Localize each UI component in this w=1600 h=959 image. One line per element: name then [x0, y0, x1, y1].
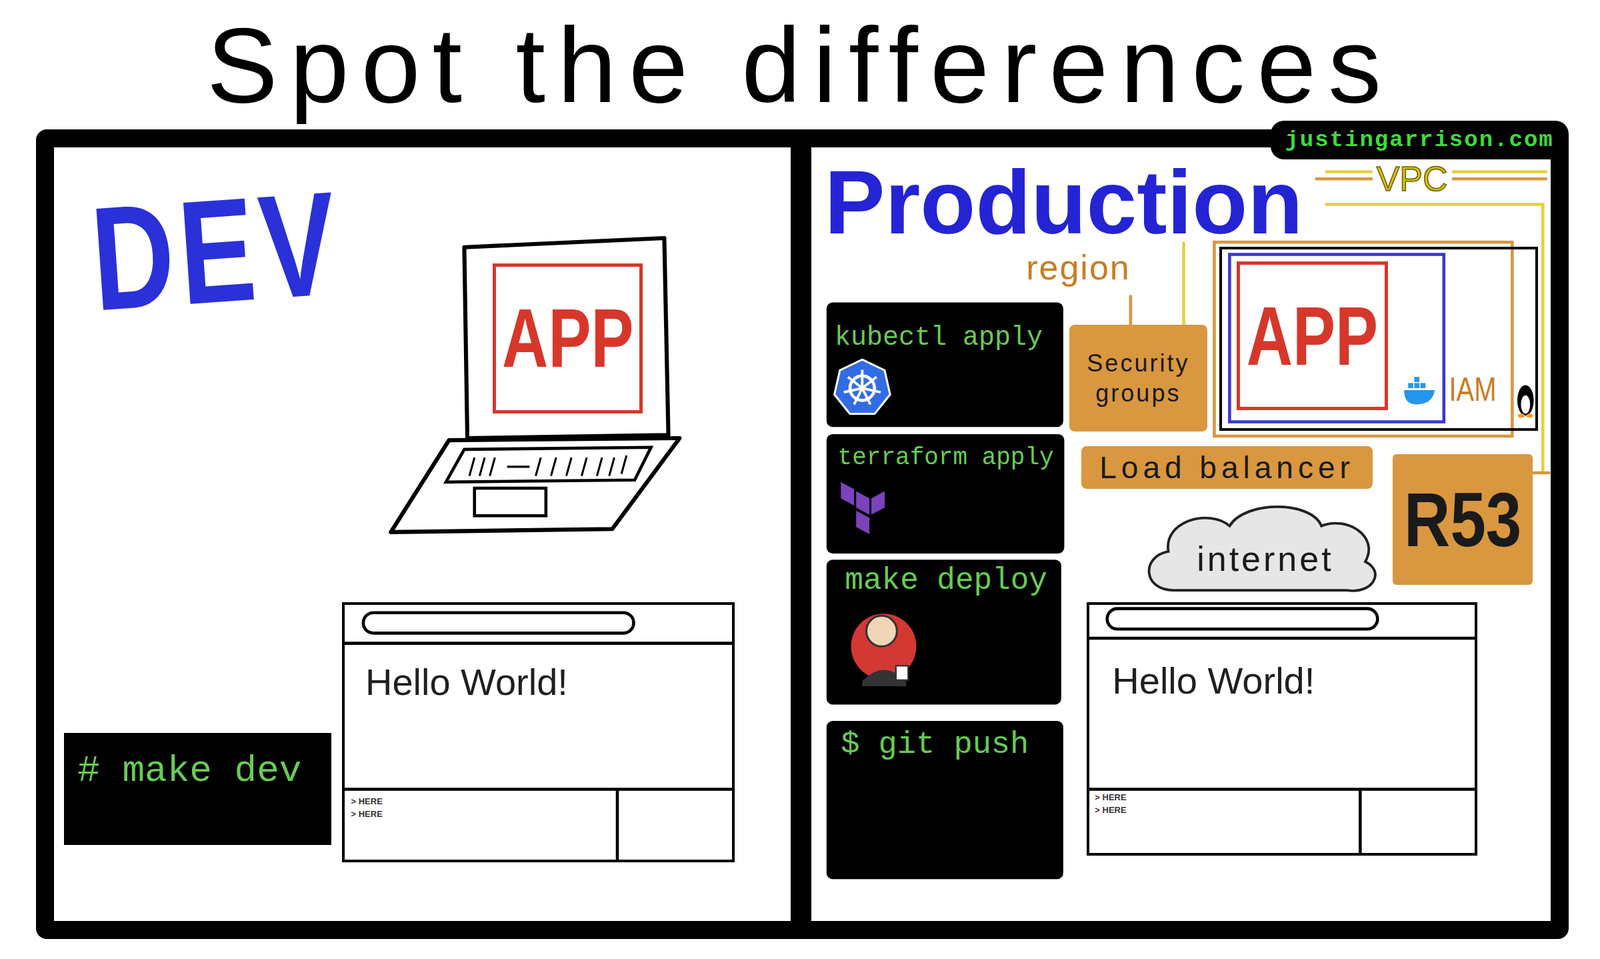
browser-window: Hello World! > HERE > HERE — [1086, 602, 1478, 856]
terminal-ground — [826, 302, 1064, 427]
terminal: make deploy — [826, 559, 1062, 704]
penguin-foot — [1526, 413, 1534, 418]
command-text: $ git push — [840, 728, 1029, 760]
terminal-grounds — [826, 302, 1065, 879]
jenkins-face — [866, 615, 897, 646]
title: Spot the differences — [0, 12, 1600, 119]
terminal-ground — [826, 434, 1065, 554]
panel-heading: DEV — [86, 168, 346, 334]
laptop-screen — [464, 238, 668, 438]
console-line: > HERE — [1094, 792, 1126, 802]
app-box: APP — [492, 263, 643, 414]
page-text: Hello World! — [1112, 658, 1315, 703]
terminal-ground — [826, 559, 1062, 704]
console-line-divider — [1088, 787, 1476, 791]
terminal: terraform apply — [826, 433, 1065, 553]
terraform-block — [856, 491, 870, 515]
laptop-touchpad — [474, 488, 546, 516]
internet-cloud — [1149, 506, 1376, 591]
app-label: APP — [502, 296, 634, 380]
security-group-box: Security groups — [1069, 324, 1208, 432]
command-text: kubectl apply — [834, 324, 1043, 352]
terraform-icon — [840, 482, 885, 534]
terminal: # make dev — [64, 732, 332, 845]
app-box: APP — [1236, 261, 1388, 410]
watermark: justingarrison.com — [1270, 120, 1569, 160]
terminal-ground — [826, 720, 1064, 879]
app-container: IAM APP — [1219, 246, 1538, 431]
console-line: > HERE — [351, 809, 383, 818]
cloud-shape: internet — [1173, 536, 1358, 582]
box-label: R53 — [1404, 480, 1522, 558]
app-label: APP — [1246, 294, 1378, 378]
kubernetes-icon — [834, 359, 891, 414]
laptop-base — [390, 438, 680, 532]
command-text: # make dev — [77, 752, 302, 790]
docker-crate — [1408, 382, 1414, 388]
command-text: terraform apply — [838, 446, 1054, 470]
console-divider — [616, 789, 620, 861]
command-text: make deploy — [844, 565, 1048, 596]
region-label: region — [1023, 250, 1134, 285]
penguin-body — [1517, 384, 1534, 416]
docker-crate — [1414, 382, 1420, 388]
address-bar — [363, 612, 634, 634]
browser-window: Hello World! > HERE > HERE — [342, 602, 735, 862]
toolbar-line — [1088, 636, 1476, 640]
console-line-divider — [344, 787, 733, 791]
terraform-block — [871, 491, 885, 515]
panel-heading: Production — [824, 166, 1304, 239]
console-line: > HERE — [1094, 805, 1126, 814]
region-frame — [1214, 242, 1512, 436]
container-frame — [1229, 254, 1444, 422]
terminal: kubectl apply — [826, 302, 1064, 427]
helm-hub — [859, 384, 866, 391]
box-label: Security groups — [1072, 348, 1205, 408]
jenkins-cup — [896, 665, 908, 680]
helm-badge — [834, 359, 891, 414]
laptop — [390, 238, 680, 532]
console-divider — [1358, 789, 1362, 854]
docker-crate — [1414, 376, 1420, 382]
cloud-label: internet — [1196, 541, 1334, 576]
dns-box: R53 — [1392, 454, 1533, 585]
production-panel: Production kubectl apply terraform apply ma… — [790, 129, 1568, 939]
box-label: Load balancer — [1099, 450, 1355, 485]
console-line: > HERE — [351, 796, 383, 806]
terraform-block — [840, 482, 854, 506]
app-container-art — [1229, 254, 1534, 422]
iam-label: IAM — [1448, 372, 1496, 406]
page-text: Hello World! — [365, 659, 568, 704]
docker-crate — [1420, 382, 1426, 388]
load-balancer-box: Load balancer — [1081, 446, 1372, 489]
penguin-foot — [1518, 413, 1526, 418]
vpc-label: VPC — [1372, 161, 1452, 196]
helm-spokes — [844, 369, 881, 404]
dev-panel: DEV APP Hello World! > HERE > HERE # make dev — [36, 129, 812, 939]
terraform-block — [856, 510, 870, 534]
toolbar-line — [344, 641, 733, 645]
keyboard-keys — [469, 455, 627, 476]
docker-whale — [1404, 390, 1435, 404]
jenkins-icon — [851, 613, 917, 686]
address-bar — [1107, 608, 1378, 630]
laptop-keyboard — [446, 447, 652, 482]
penguin-belly — [1520, 395, 1530, 414]
terminal: $ git push — [826, 720, 1064, 879]
